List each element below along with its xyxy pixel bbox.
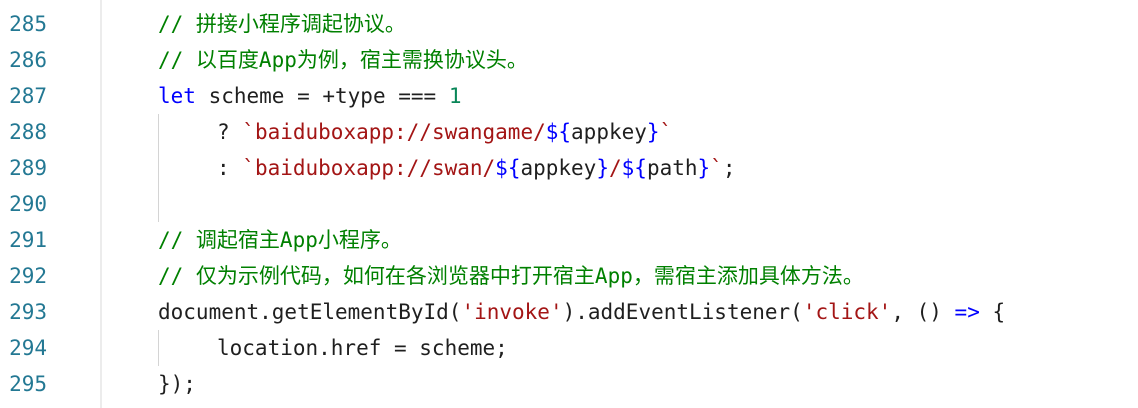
code-token-number: 1 — [448, 84, 462, 108]
code-line[interactable]: let scheme = +type === 1 — [158, 78, 461, 114]
line-number: 288 — [9, 120, 47, 144]
line-number-gutter: 285 286 287 288 289 290 291 292 293 294 … — [0, 0, 100, 408]
code-line[interactable]: // 调起宿主App小程序。 — [158, 222, 402, 258]
indent-guide — [158, 114, 159, 222]
code-token-plain: { — [979, 300, 1006, 324]
code-token-tplexpr: ${ — [495, 156, 521, 180]
code-line[interactable]: // 以百度App为例，宿主需换协议头。 — [158, 42, 528, 78]
code-token-string: 'click' — [802, 300, 892, 324]
code-line[interactable]: location.href = scheme; — [217, 330, 508, 366]
line-number: 292 — [9, 264, 47, 288]
line-number: 293 — [9, 300, 47, 324]
code-token-string: ` — [710, 156, 723, 180]
line-number: 289 — [9, 156, 47, 180]
code-line[interactable]: // 仅为示例代码，如何在各浏览器中打开宿主App，需宿主添加具体方法。 — [158, 258, 864, 294]
code-line[interactable]: : `baiduboxapp://swan/${appkey}/${path}`… — [217, 150, 735, 186]
line-number: 294 — [9, 336, 47, 360]
code-line[interactable]: // 拼接小程序调起协议。 — [158, 6, 406, 42]
code-token-plain: location.href = scheme; — [217, 336, 508, 360]
line-number: 290 — [9, 192, 47, 216]
code-token-plain: : — [217, 156, 243, 180]
line-number: 295 — [9, 372, 47, 396]
code-token-keyword: let — [158, 84, 196, 108]
line-number: 285 — [9, 12, 47, 36]
code-token-tplexpr: } — [646, 120, 660, 144]
indent-guide — [158, 330, 159, 366]
code-token-plain: appkey — [520, 156, 597, 180]
code-token-tplexpr: } — [596, 156, 609, 180]
code-text-area[interactable]: // 拼接小程序调起协议。 // 以百度App为例，宿主需换协议头。 let s… — [102, 0, 1138, 408]
code-token-plain: ? — [217, 120, 243, 144]
code-token-string: / — [608, 156, 622, 180]
code-token-tplexpr: ${ — [621, 156, 647, 180]
code-token-string: `baiduboxapp://swan/ — [242, 156, 496, 180]
code-token-plain: document.getElementById( — [158, 300, 462, 324]
code-token-plain: appkey — [571, 120, 647, 144]
code-token-comment: // 拼接小程序调起协议。 — [158, 12, 406, 36]
code-token-string: ` — [659, 120, 673, 144]
line-number: 286 — [9, 48, 47, 72]
code-token-string: 'invoke' — [461, 300, 563, 324]
line-number: 291 — [9, 228, 47, 252]
code-token-keyword: => — [954, 300, 980, 324]
code-token-plain: scheme = +type === — [195, 84, 449, 108]
code-token-plain: path — [646, 156, 698, 180]
code-token-comment: // 仅为示例代码，如何在各浏览器中打开宿主App，需宿主添加具体方法。 — [158, 264, 864, 288]
code-line[interactable]: document.getElementById('invoke').addEve… — [158, 294, 1005, 330]
code-line[interactable]: ? `baiduboxapp://swangame/${appkey}` — [217, 114, 672, 150]
gutter-divider — [100, 0, 102, 408]
code-token-plain: ).addEventListener( — [562, 300, 803, 324]
code-token-tplexpr: } — [697, 156, 711, 180]
code-token-comment: // 以百度App为例，宿主需换协议头。 — [158, 48, 528, 72]
code-token-tplexpr: ${ — [545, 120, 572, 144]
code-token-plain: }); — [158, 372, 196, 396]
code-token-plain: , () — [891, 300, 955, 324]
line-number: 287 — [9, 84, 47, 108]
code-line[interactable]: }); — [158, 366, 196, 402]
code-token-plain: ; — [722, 156, 736, 180]
code-token-string: `baiduboxapp://swangame/ — [242, 120, 546, 144]
code-token-comment: // 调起宿主App小程序。 — [158, 228, 402, 252]
